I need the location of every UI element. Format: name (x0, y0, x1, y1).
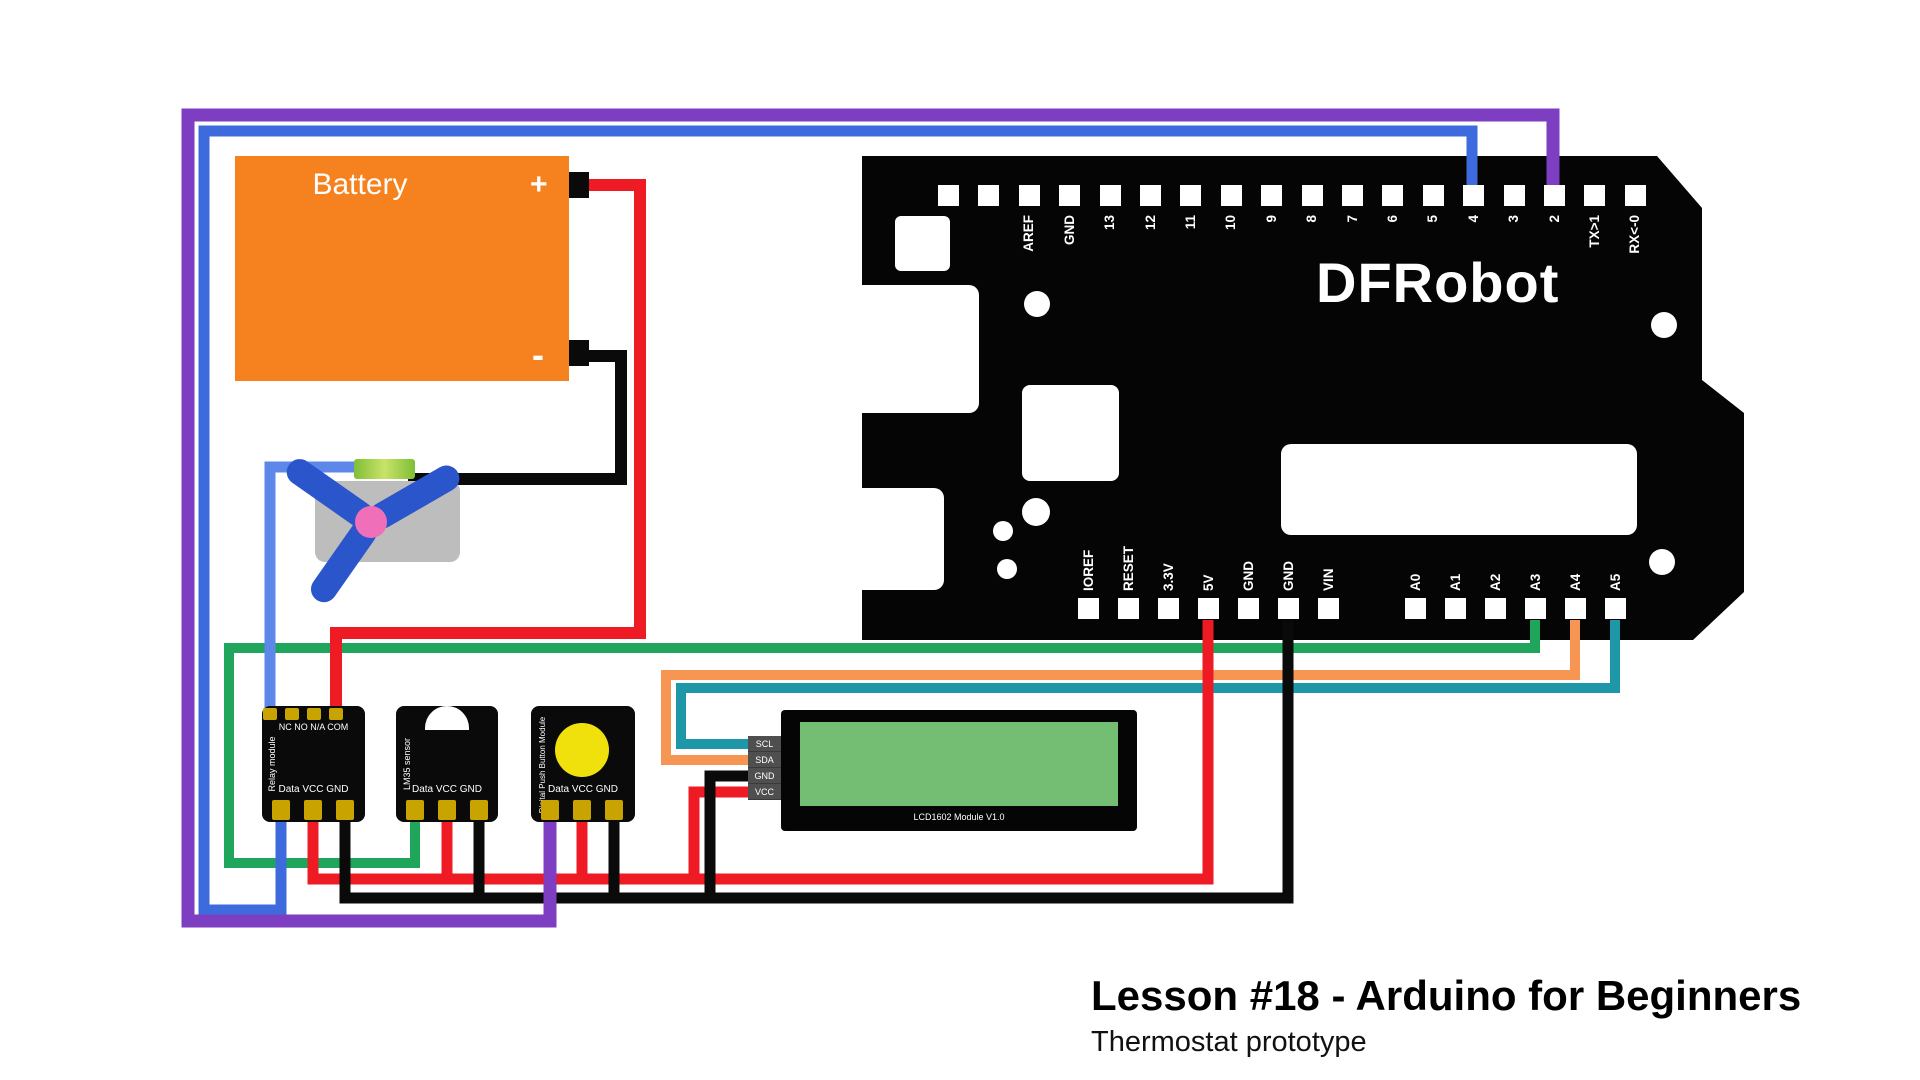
lesson-title: Lesson #18 - Arduino for Beginners (1091, 972, 1802, 1019)
lcd-pin-label-sda: SDA (748, 752, 781, 768)
battery (235, 156, 569, 381)
wire-blue-fan-plus-to-relay (264, 461, 368, 718)
lm35-vcc-pin (438, 800, 456, 820)
wire-orange-a4-to-lcd-sda (661, 620, 1580, 765)
relay-data-pin (272, 800, 290, 820)
fan-hub (355, 506, 387, 538)
wire-red-battery-to-relay-com (330, 179, 646, 718)
relay-nc-pin (263, 708, 277, 720)
push-button-module: Digital Push Button Module Data VCC GND (531, 706, 635, 822)
wire-purple-loop-digital-pin-to-button-data (181, 108, 1560, 928)
button-data-pin (541, 800, 559, 820)
lcd-pin-label-gnd: GND (748, 768, 781, 784)
wire-black-battery-to-fan-minus (408, 350, 627, 485)
lcd-name-label: LCD1602 Module V1.0 (913, 812, 1005, 822)
relay-na-pin (307, 708, 321, 720)
lcd-pin-label-scl: SCL (748, 736, 781, 752)
battery-label: Battery (312, 168, 408, 201)
wire-red-branch-lcd-vcc (688, 786, 762, 879)
relay-module: NC NO N/A COM Relay module Data VCC GND (262, 706, 365, 822)
lcd-pin-label-vcc: VCC (748, 784, 781, 800)
button-vcc-pin (573, 800, 591, 820)
lm35-data-pin (406, 800, 424, 820)
button-gnd-pin (605, 800, 623, 820)
relay-top-pins-label: NC NO N/A COM (278, 722, 349, 732)
lm35-gnd-pin (470, 800, 488, 820)
battery-plus-sign: + (530, 168, 548, 201)
lm35-bottom-pins-label: Data VCC GND (411, 784, 482, 795)
relay-no-pin (285, 708, 299, 720)
wire-green-a3-to-lm35-data (224, 620, 1540, 868)
lm35-module: LM35 sensor Data VCC GND (396, 706, 498, 822)
wire-blue-loop-digital-pin-to-relay-data (198, 125, 1478, 916)
wire-teal-a5-to-lcd-scl (676, 620, 1620, 749)
wire-black-gnd-rail (339, 620, 1294, 904)
fan-terminal-strip (354, 459, 415, 479)
push-button (555, 723, 609, 777)
lesson-subtitle: Thermostat prototype (1091, 1026, 1367, 1058)
battery-plus-terminal (569, 172, 589, 198)
lcd-screen (800, 722, 1118, 806)
battery-minus-terminal (569, 340, 589, 366)
battery-minus-sign: - (532, 334, 544, 375)
relay-vcc-pin (304, 800, 322, 820)
wire-red-5v-rail (307, 620, 1214, 885)
lcd-module: LCD1602 Module V1.0 (781, 710, 1137, 831)
wire-black-branch-lcd-gnd (704, 770, 762, 898)
relay-gnd-pin (336, 800, 354, 820)
relay-com-pin (329, 708, 343, 720)
relay-bottom-pins-label: Data VCC GND (278, 784, 349, 795)
button-bottom-pins-label: Data VCC GND (547, 784, 618, 795)
